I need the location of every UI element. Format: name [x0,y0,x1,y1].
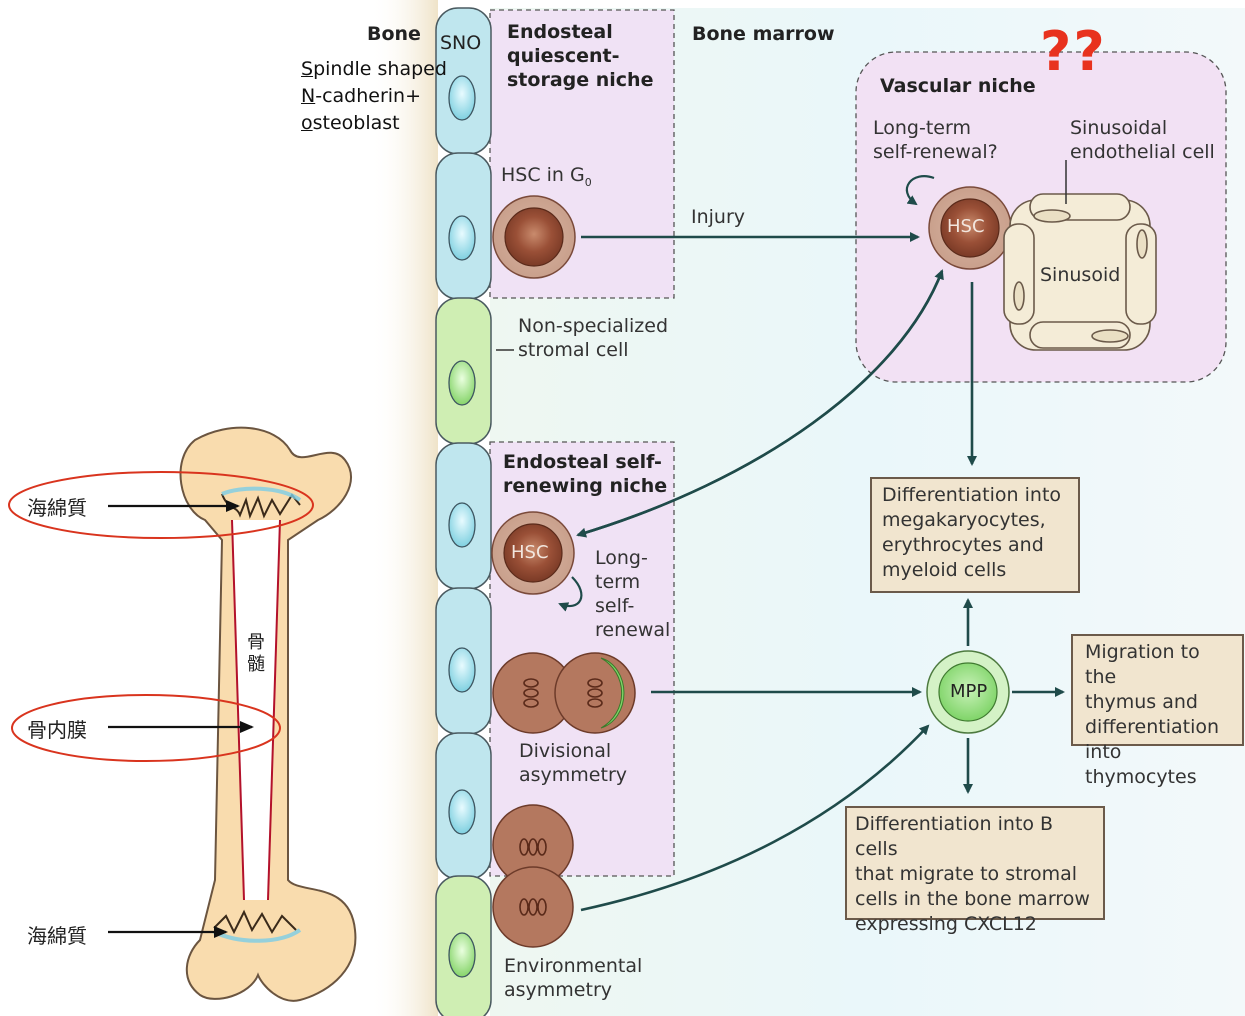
mpp-label: MPP [950,680,987,704]
vascular-niche-title: Vascular niche [880,74,1036,98]
sinusoidal-label: Sinusoidal endothelial cell [1070,116,1215,164]
hsc-g0-label: HSC in G0 [501,163,592,195]
injury-label: Injury [691,205,745,229]
hsc-g0-cell [493,196,575,278]
question-marks: ?? [1040,22,1107,82]
endosteum-label: 骨内膜 [27,714,87,743]
bone-region [370,0,438,1016]
environmental-asymmetry-label: Environmental asymmetry [504,954,642,1002]
hsc-vascular-label: HSC [947,215,985,239]
non-specialized-label: Non-specialized stromal cell [518,314,668,362]
bone-label: Bone [367,22,421,46]
long-term-self-renewal: Long- term self- renewal [595,546,670,642]
sinusoid-label: Sinusoid [1040,263,1120,287]
divisional-asymmetry-label: Divisional asymmetry [519,739,627,787]
sno-definition-line2: N-cadherin+ [301,84,421,108]
spongy-bone-bottom-label: 海綿質 [27,920,87,949]
endosteal-self-title: Endosteal self- renewing niche [503,450,667,498]
sno-label: SNO [440,31,481,55]
spongy-bone-top-label: 海綿質 [27,492,87,521]
box-megakaryocytes: Differentiation into megakaryocytes, ery… [870,477,1080,593]
bone-marrow-label: Bone marrow [692,22,835,46]
endosteal-quiescent-title: Endosteal quiescent- storage niche [507,20,653,92]
sno-definition-line1: Spindle shaped [301,57,447,81]
long-term-question: Long-term self-renewal? [873,116,998,164]
box-bcells: Differentiation into B cells that migrat… [845,806,1105,920]
hsc-endosteal-label: HSC [511,541,549,565]
sno-definition-line3: osteoblast [301,111,400,135]
marrow-label: 骨 髄 [247,632,265,676]
box-thymus: Migration to the thymus and differentiat… [1071,634,1244,746]
